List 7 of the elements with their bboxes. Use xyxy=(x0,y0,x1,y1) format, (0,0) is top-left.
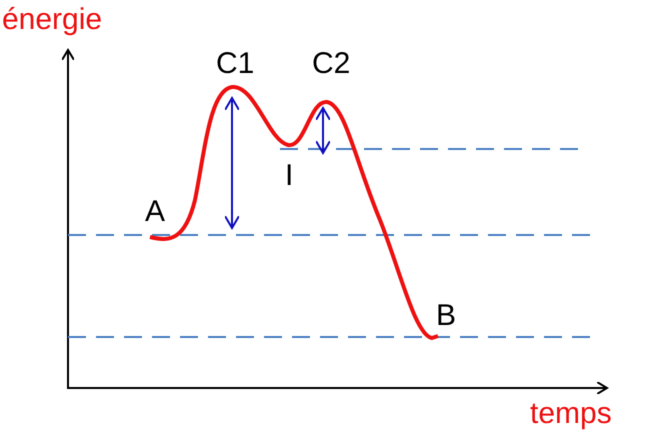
point-label: C1 xyxy=(216,48,254,80)
axis-label: temps xyxy=(530,398,612,430)
point-label: A xyxy=(145,196,166,228)
point-label: C2 xyxy=(312,48,350,80)
point-label: B xyxy=(436,300,456,332)
axis-label: énergie xyxy=(2,4,102,36)
point-label: I xyxy=(285,160,294,192)
